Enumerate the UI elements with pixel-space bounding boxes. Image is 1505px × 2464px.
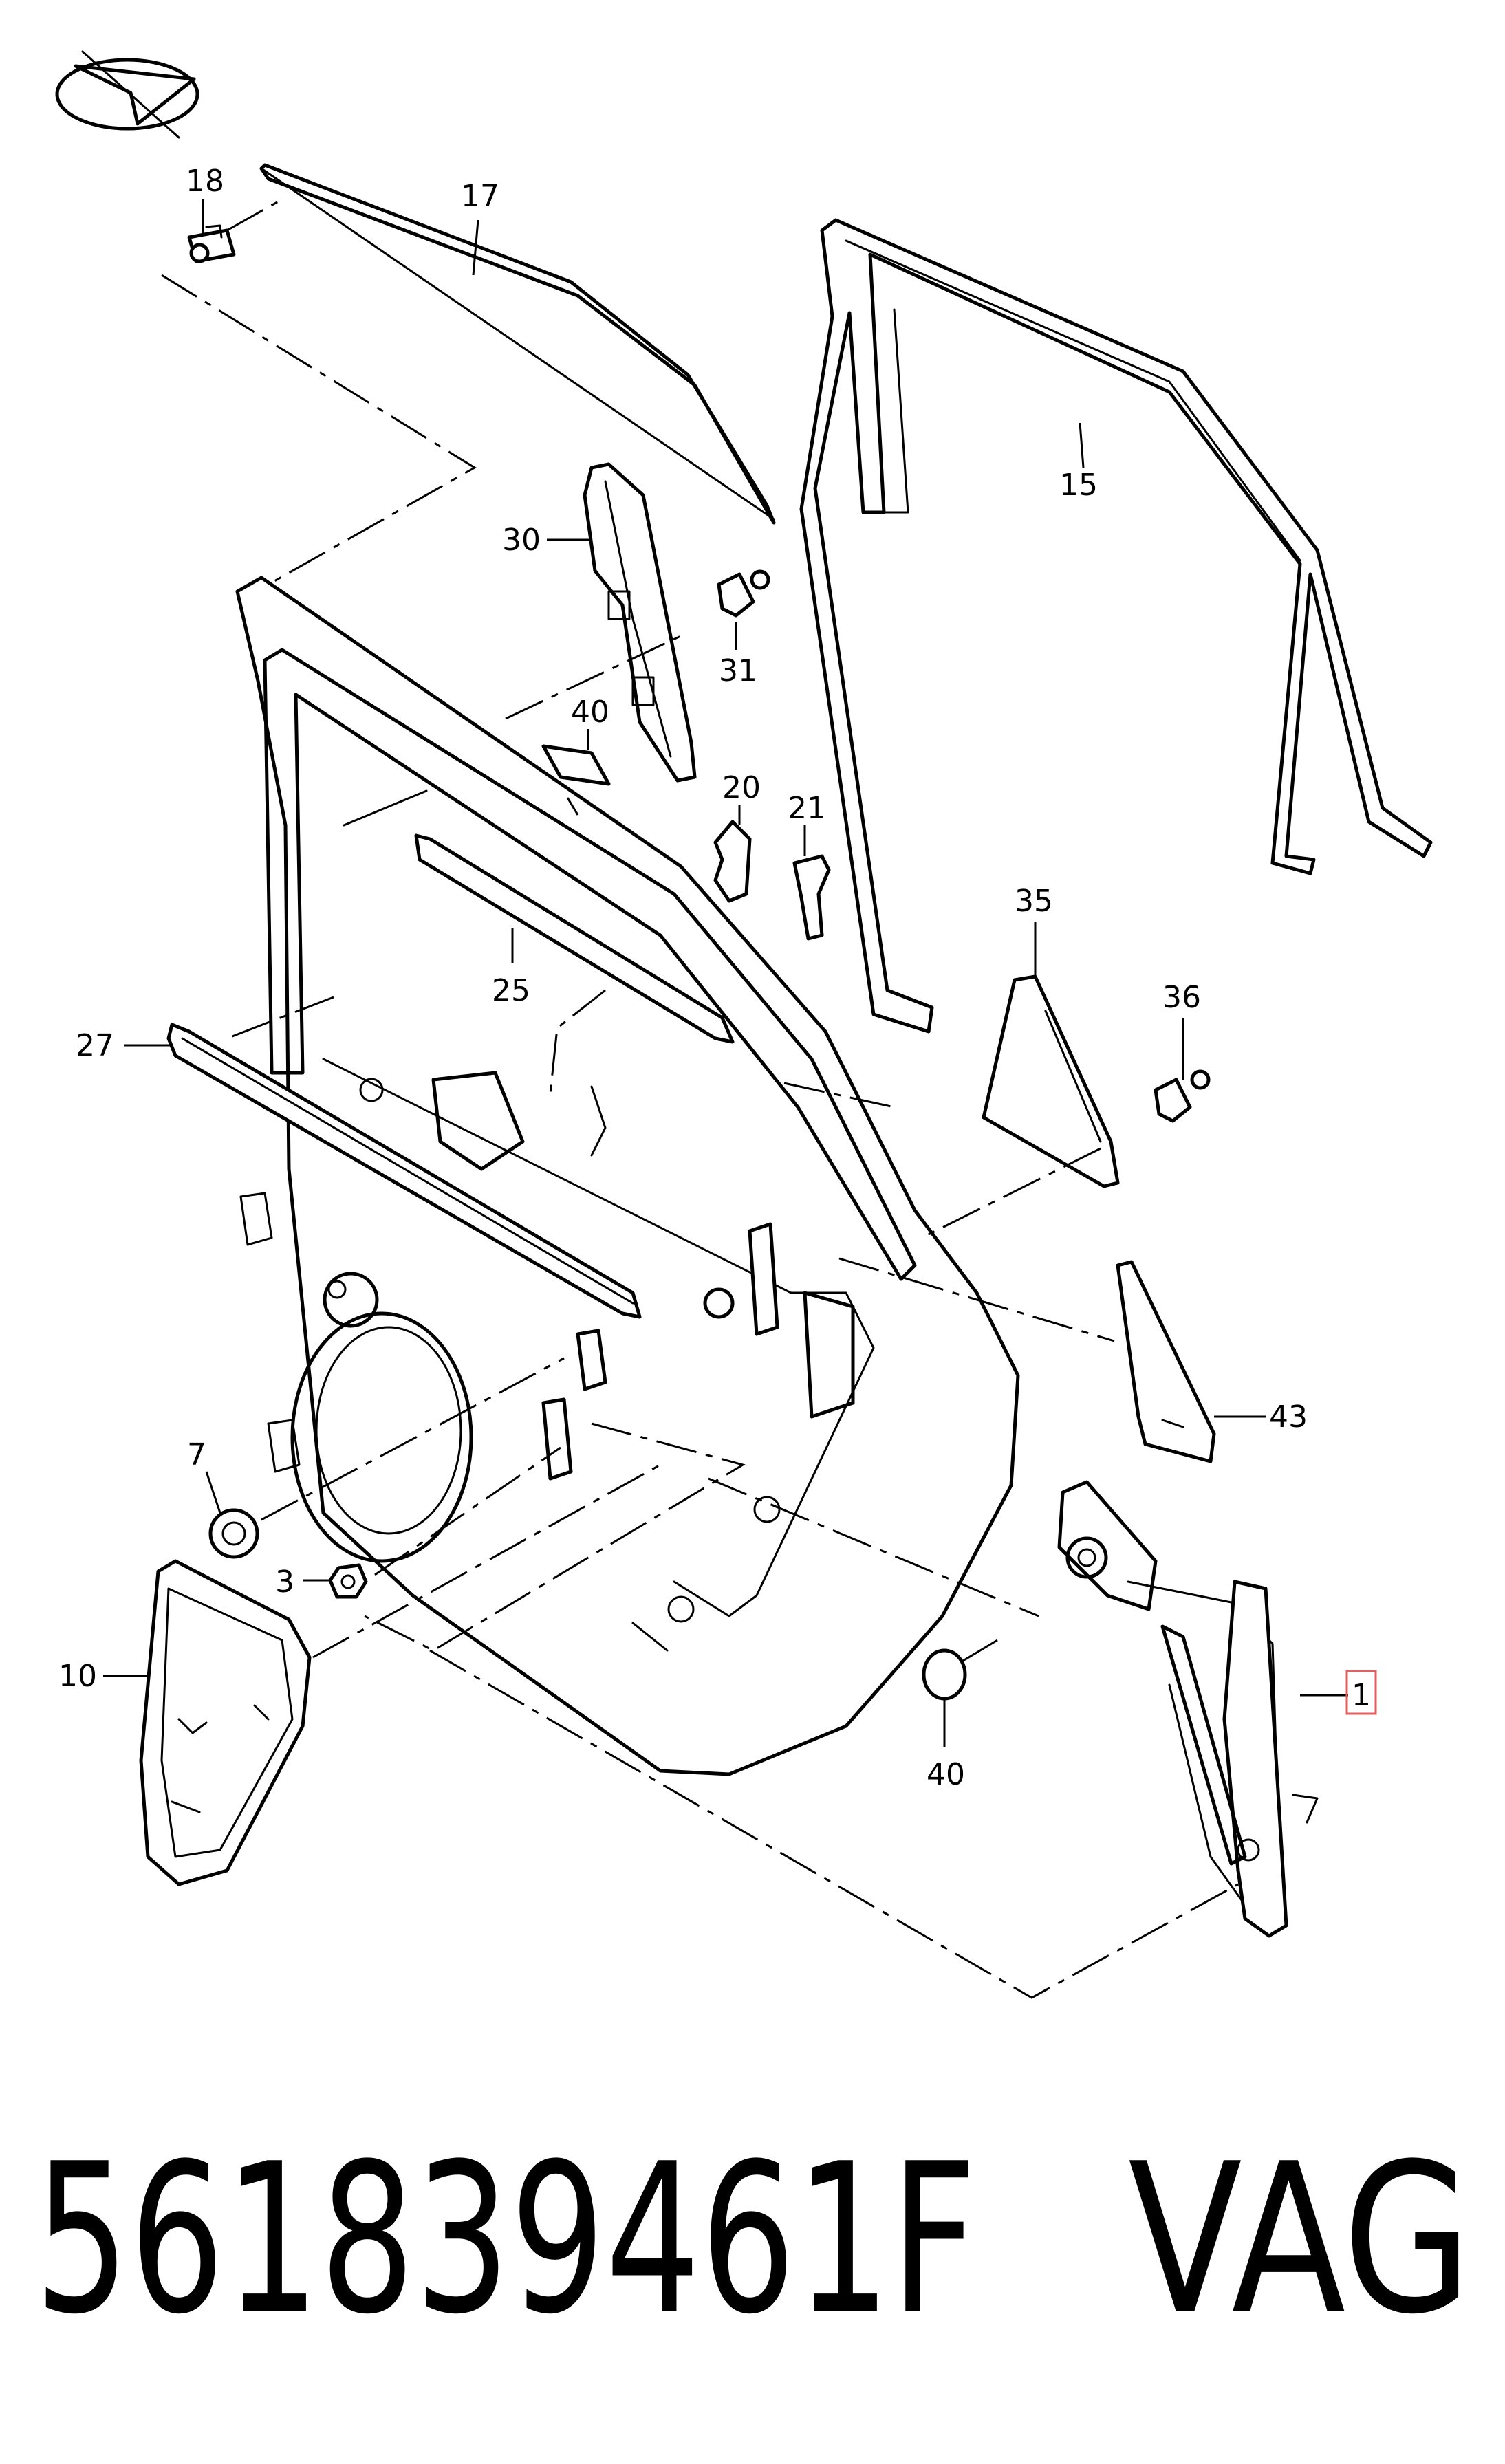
callout-35: 35: [1015, 884, 1053, 919]
callout-10: 10: [58, 1659, 97, 1694]
part-25-belt-strip: [414, 833, 735, 1044]
brand-name: VAG: [1128, 2119, 1472, 2359]
assembly-lines: [161, 198, 1239, 1999]
callout-17: 17: [461, 179, 499, 214]
callout-20: 20: [722, 770, 761, 805]
callout-7: 7: [187, 1437, 206, 1472]
callouts: 18 17 15 30 31 40 20 21 35 36 25 27 43 7…: [58, 164, 1377, 1792]
callout-30: 30: [502, 523, 541, 558]
panel-side-clips: [239, 1192, 301, 1473]
callout-21: 21: [788, 791, 826, 826]
callout-3: 3: [275, 1564, 294, 1600]
door-inner-panel: [235, 576, 1020, 1776]
callout-1-highlight-box: [1345, 1670, 1377, 1715]
part-18-clip: [187, 224, 236, 263]
part-35-triangle-trim: [982, 974, 1120, 1188]
callout-18: 18: [186, 164, 224, 199]
part-40-pad-lower: [922, 1648, 967, 1701]
part-20-bracket: [713, 820, 752, 903]
part-3-nut: [328, 1563, 368, 1599]
part-31-clip: [717, 569, 770, 618]
part-10-access-cover: [139, 1559, 312, 1886]
part-36-clip: [1154, 1069, 1211, 1123]
part-number: 561839461F: [34, 2119, 977, 2359]
footer: 561839461F VAG: [34, 2119, 1472, 2359]
callout-43: 43: [1269, 1399, 1308, 1435]
part-15-window-seal: [799, 218, 1433, 1034]
callout-40-upper: 40: [571, 695, 609, 730]
part-1-window-regulator: [1057, 1480, 1319, 1938]
callout-1: 1: [1352, 1678, 1371, 1713]
callout-36: 36: [1162, 980, 1201, 1015]
part-43-quarter-glass: [1116, 1260, 1216, 1463]
callout-15: 15: [1059, 468, 1098, 503]
part-7-grommet: [208, 1508, 259, 1559]
part-21-plug: [792, 854, 831, 941]
leader-lines: [103, 199, 1348, 1747]
callout-25: 25: [492, 973, 530, 1008]
callout-31: 31: [719, 653, 757, 688]
part-30-guide-rail: [583, 462, 697, 783]
part-27-belt-moulding: [166, 1023, 642, 1319]
arrow-logo-icon: [55, 50, 199, 139]
callout-40-lower: 40: [927, 1757, 965, 1792]
part-40-pad-upper: [541, 744, 611, 786]
callout-27: 27: [76, 1028, 114, 1063]
part-17-roof-moulding: [259, 163, 776, 525]
